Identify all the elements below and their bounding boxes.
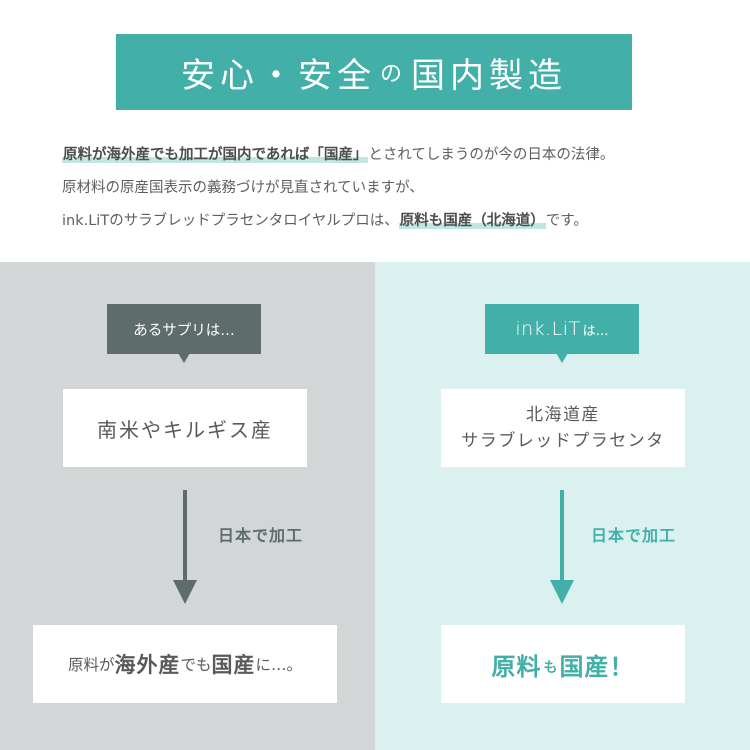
intro-line3-pre: ink.LiTのサラブレッドプラセンタロイヤルプロは、	[62, 213, 399, 229]
bubble-other-supplement: あるサプリは…	[107, 304, 261, 363]
intro-line-2: 原材料の原産国表示の義務づけが見直されていますが、	[62, 180, 424, 196]
result-left-t5: に…。	[255, 656, 303, 674]
result-box-left: 原料が海外産でも国産に…。	[33, 625, 337, 703]
intro-line-3: ink.LiTのサラブレッドプラセンタロイヤルプロは、原料も国産（北海道）です。	[62, 209, 742, 242]
process-label-left: 日本で加工	[218, 526, 304, 545]
result-left-t1: 原料が	[67, 656, 115, 674]
intro-text: 原料が海外産でも加工が国内であれば「国産」とされてしまうのが今の日本の法律。 原…	[62, 143, 742, 242]
source-box-right: 北海道産 サラブレッドプラセンタ	[441, 389, 685, 467]
title-particle: の	[379, 62, 407, 87]
arrow-down-icon-left	[183, 490, 187, 582]
intro-highlight-1: 原料が海外産でも加工が国内であれば「国産」	[62, 147, 369, 163]
result-left-t2: 海外産	[114, 653, 181, 677]
arrow-head-icon-left	[173, 580, 197, 604]
intro-line3-post: です。	[545, 213, 588, 229]
bubble-brand: ink.LiT	[515, 318, 581, 340]
intro-line-1: 原料が海外産でも加工が国内であれば「国産」とされてしまうのが今の日本の法律。	[62, 143, 742, 176]
title-part2: 国内製造	[411, 55, 567, 96]
arrow-head-icon-right	[550, 580, 574, 604]
result-left-t3: でも	[180, 656, 212, 674]
result-left-t4: 国産	[211, 653, 256, 677]
title-part1: 安心・安全	[180, 55, 376, 96]
result-right-t1: 原料	[491, 652, 542, 681]
result-right-t3: 国産！	[559, 652, 635, 681]
source-left-label: 南米やキルギス産	[97, 417, 273, 442]
process-label-right: 日本で加工	[591, 526, 677, 545]
source-right-line2: サラブレッドプラセンタ	[461, 431, 665, 451]
bubble-left-label: あるサプリは…	[133, 322, 235, 339]
intro-highlight-2: 原料も国産（北海道）	[398, 213, 546, 229]
result-box-right: 原料も国産！	[441, 625, 685, 703]
result-right-t2: も	[543, 660, 558, 676]
intro-line1-rest: とされてしまうのが今の日本の法律。	[368, 147, 615, 163]
arrow-down-icon-right	[560, 490, 564, 582]
title-banner: 安心・安全 の 国内製造	[116, 34, 632, 110]
source-right-line1: 北海道産	[526, 405, 600, 425]
source-box-left: 南米やキルギス産	[63, 389, 307, 467]
bubble-right-suffix: は…	[582, 323, 609, 339]
